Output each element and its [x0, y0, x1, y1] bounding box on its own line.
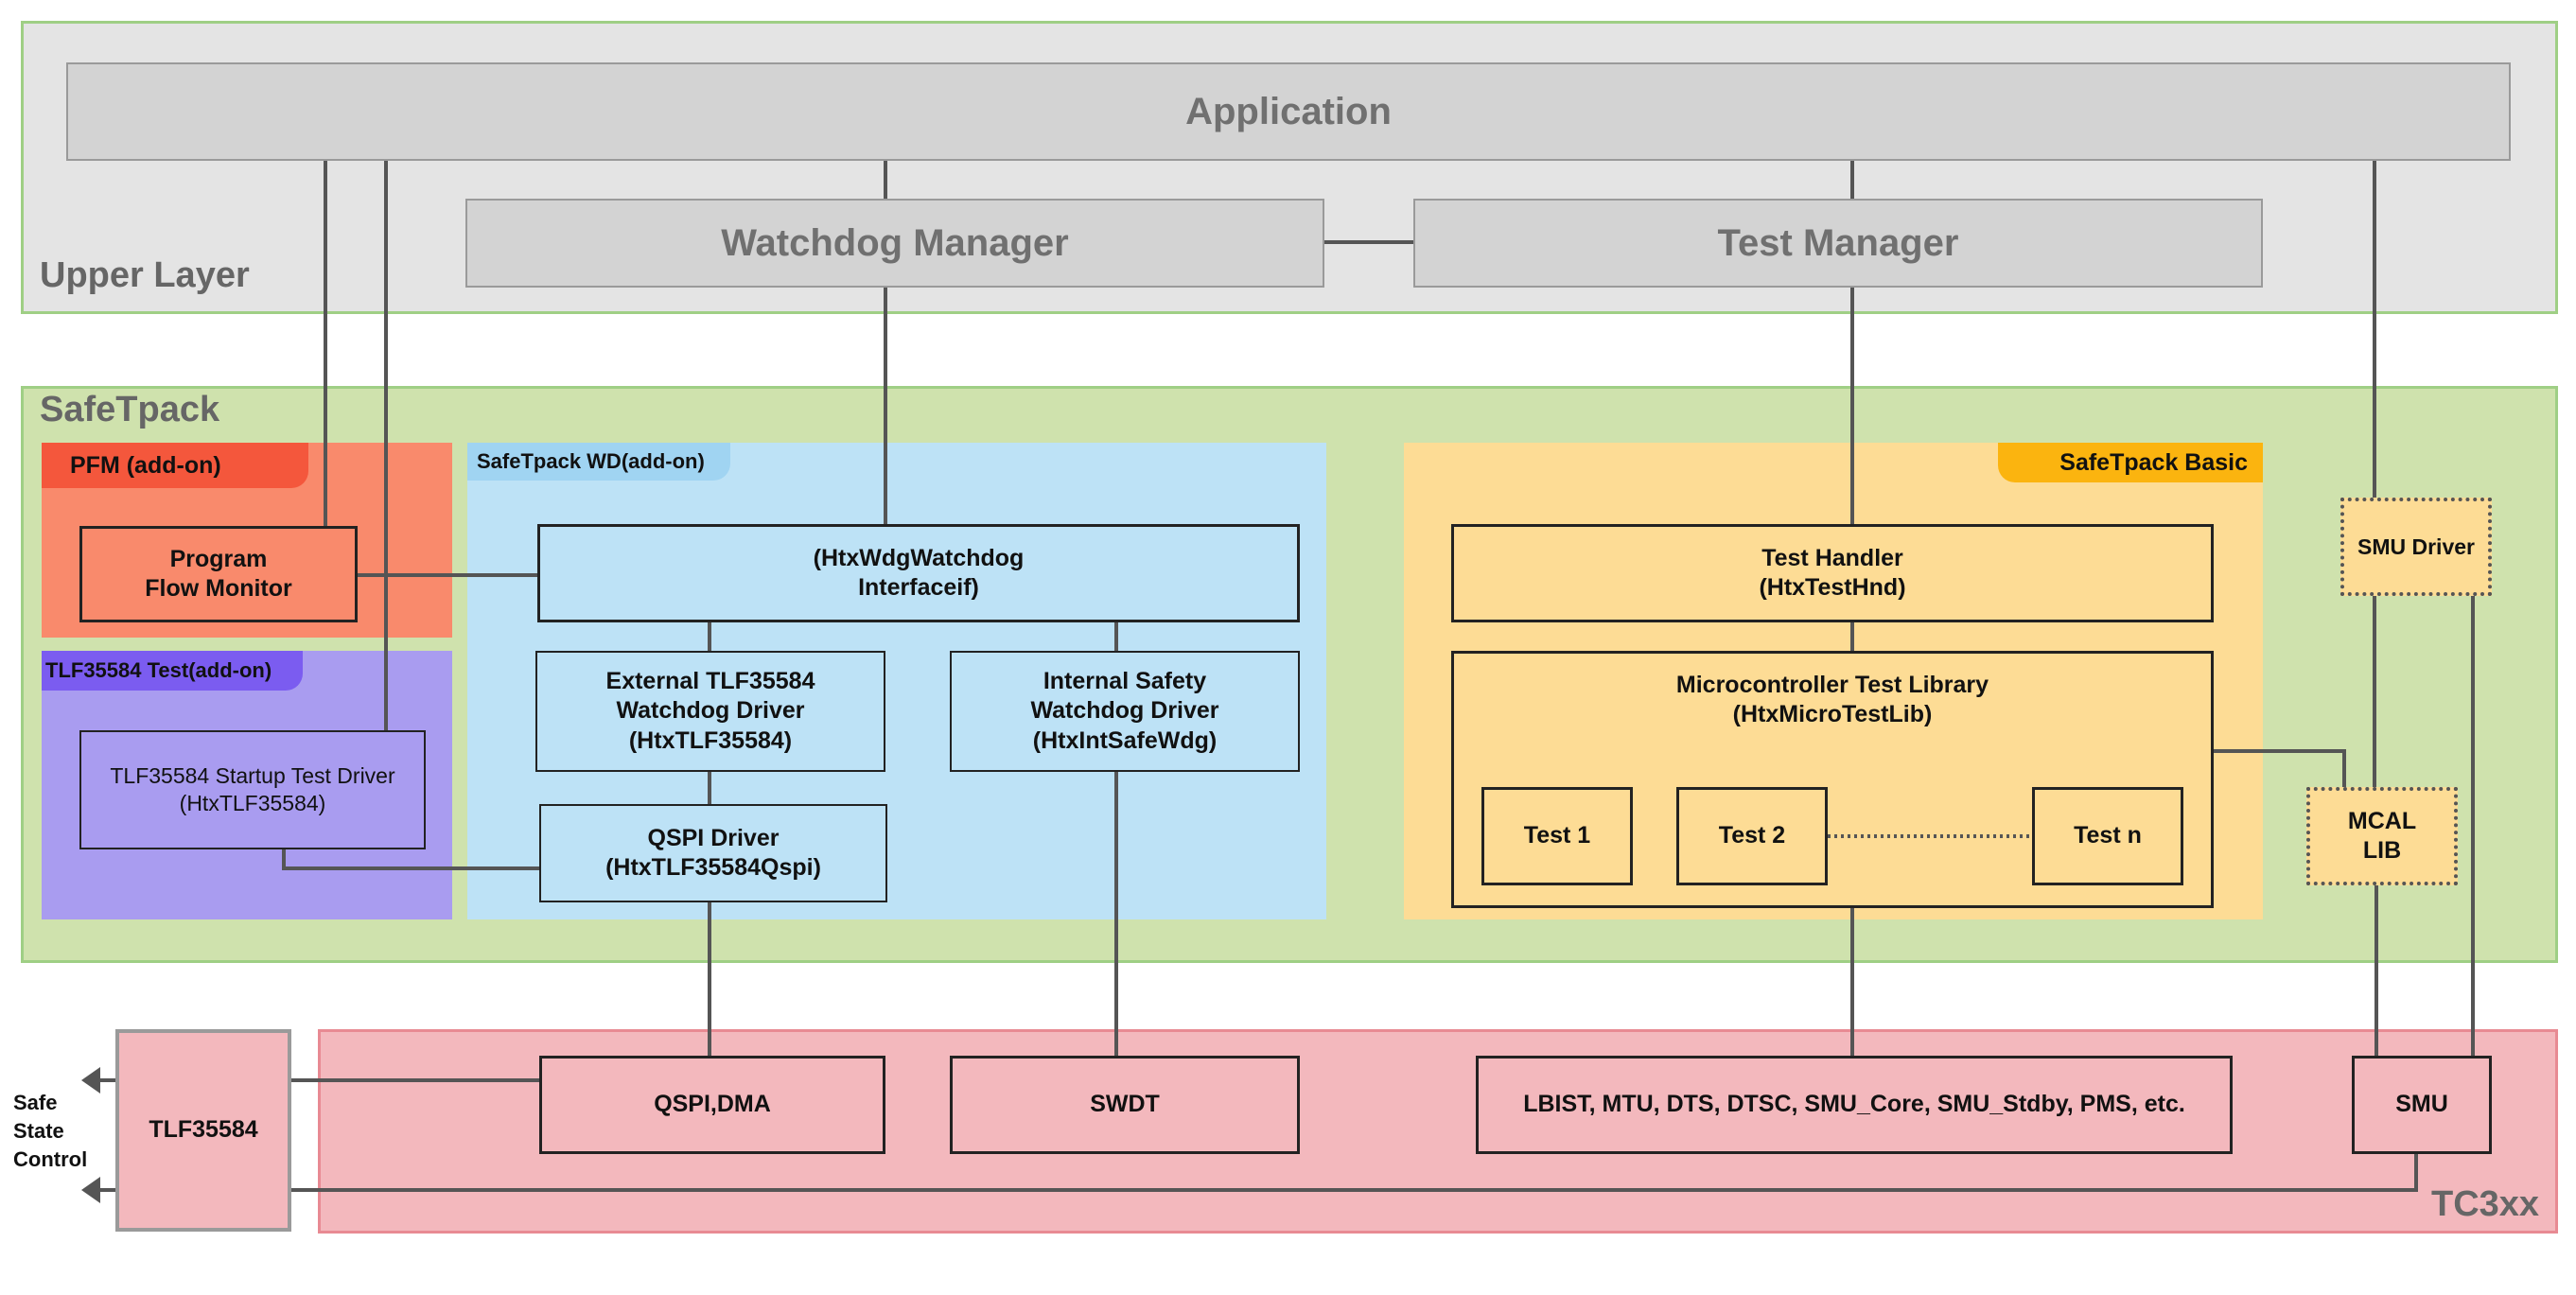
- test-manager-box: Test Manager: [1413, 199, 2263, 288]
- qspi-dma-box: QSPI,DMA: [539, 1056, 885, 1154]
- safe-state-control-label: Safe State Control: [13, 1091, 88, 1171]
- application-box: Application: [66, 62, 2511, 161]
- program-flow-monitor-box: Program Flow Monitor: [79, 526, 358, 622]
- external-watchdog-driver-box: External TLF35584 Watchdog Driver (HtxTL…: [535, 651, 885, 772]
- smu-driver-box: SMU Driver: [2340, 498, 2492, 596]
- peripherals-box: LBIST, MTU, DTS, DTSC, SMU_Core, SMU_Std…: [1476, 1056, 2233, 1154]
- upper-layer-label: Upper Layer: [40, 255, 250, 295]
- basic-tab: SafeTpack Basic: [1998, 443, 2263, 482]
- pfm-tab: PFM (add-on): [42, 443, 308, 488]
- test-n-box: Test n: [2032, 787, 2183, 885]
- mcal-lib-box: MCAL LIB: [2306, 787, 2458, 885]
- tlf-test-tab: TLF35584 Test(add-on): [42, 651, 303, 691]
- safetpack-layer-label: SafeTpack: [40, 390, 220, 429]
- test-1-box: Test 1: [1481, 787, 1633, 885]
- watchdog-manager-box: Watchdog Manager: [465, 199, 1324, 288]
- smu-box: SMU: [2352, 1056, 2492, 1154]
- tlf-startup-test-driver-box: TLF35584 Startup Test Driver (HtxTLF3558…: [79, 730, 426, 849]
- tlf35584-chip-box: TLF35584: [115, 1029, 291, 1232]
- watchdog-interface-box: (HtxWdgWatchdog Interfaceif): [537, 524, 1300, 622]
- swdt-box: SWDT: [950, 1056, 1300, 1154]
- qspi-driver-box: QSPI Driver (HtxTLF35584Qspi): [539, 804, 887, 902]
- internal-watchdog-driver-box: Internal Safety Watchdog Driver (HtxIntS…: [950, 651, 1300, 772]
- test-handler-box: Test Handler (HtxTestHnd): [1451, 524, 2214, 622]
- test-2-box: Test 2: [1676, 787, 1828, 885]
- tc3xx-layer-label: TC3xx: [2431, 1184, 2540, 1224]
- wd-tab: SafeTpack WD(add-on): [467, 443, 730, 481]
